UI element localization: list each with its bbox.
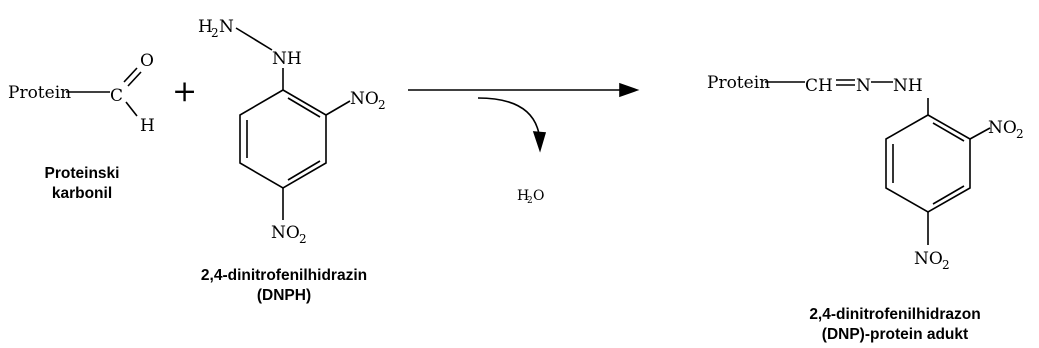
product-n-text: N bbox=[856, 76, 871, 96]
dnp-protein-adduct-structure: Protein CH N NH NO 2 NO 2 bbox=[707, 73, 1024, 272]
reactant-protein-text: Protein bbox=[8, 83, 71, 103]
reactant-hydrogen-text: H bbox=[140, 116, 155, 136]
reactant-oxygen-text: O bbox=[140, 51, 154, 71]
product-nh-text: NH bbox=[893, 76, 923, 96]
dnph-n-n-bond bbox=[235, 27, 273, 51]
product-no2-a-subscript: 2 bbox=[1016, 127, 1024, 141]
dnph-ring-inner-bond-3 bbox=[287, 160, 321, 181]
product-name-line1: 2,4-dinitrofenilhidrazon bbox=[809, 306, 981, 323]
dnph-n-text: N bbox=[219, 17, 234, 37]
reaction-arrow-head bbox=[619, 82, 640, 98]
product-no2-a-text: NO bbox=[988, 118, 1017, 138]
product-protein-text: Protein bbox=[707, 73, 770, 93]
plus-sign: + bbox=[172, 74, 197, 109]
reactant-name-line1: Proteinski bbox=[44, 165, 120, 182]
dnph-no2-b-subscript: 2 bbox=[299, 232, 307, 246]
byproduct-arrow-head bbox=[532, 131, 547, 153]
water-subscript: 2 bbox=[527, 196, 533, 206]
protein-carbonyl-structure: Protein C O H bbox=[8, 51, 155, 136]
product-ring-inner-bond-2 bbox=[932, 122, 965, 142]
reactant-name-label: Proteinski karbonil bbox=[22, 164, 142, 204]
water-o-text: O bbox=[533, 188, 544, 204]
dnph-name-line2: (DNPH) bbox=[256, 287, 312, 304]
dnph-name-label: 2,4-dinitrofenilhidrazin (DNPH) bbox=[168, 266, 400, 306]
reactant-carbon-text: C bbox=[110, 86, 123, 106]
product-benzene-ring bbox=[885, 114, 971, 213]
reaction-arrow bbox=[408, 82, 640, 153]
product-ring-inner-bond-3 bbox=[932, 185, 965, 205]
byproduct-curved-arrow bbox=[477, 97, 540, 135]
dnph-no2-a-subscript: 2 bbox=[378, 98, 386, 112]
dnph-h-subscript: 2 bbox=[211, 26, 219, 40]
carbonyl-double-bond-2 bbox=[127, 71, 142, 87]
product-name-line2: (DNP)-protein adukt bbox=[821, 326, 969, 343]
carbonyl-ch-bond bbox=[125, 101, 138, 117]
dnph-ring-inner-bond-2 bbox=[287, 97, 321, 118]
dnph-name-line1: 2,4-dinitrofenilhidrazin bbox=[200, 267, 368, 284]
dnph-structure: H 2 N NH NO 2 NO 2 bbox=[198, 17, 386, 246]
water-h-text: H bbox=[517, 188, 529, 204]
product-no2-b-text: NO bbox=[914, 249, 943, 269]
dnph-no2-a-text: NO bbox=[350, 89, 379, 109]
dnph-nh-text: NH bbox=[272, 49, 302, 69]
product-no2-bond-a bbox=[969, 127, 991, 140]
carbonyl-double-bond-1 bbox=[123, 67, 138, 83]
product-ch-text: CH bbox=[805, 76, 833, 96]
product-no2-b-subscript: 2 bbox=[942, 258, 950, 272]
dnph-h-text: H bbox=[198, 17, 213, 37]
dnph-no2-b-text: NO bbox=[271, 223, 300, 243]
dnph-no2-bond-a bbox=[325, 100, 351, 116]
reactant-name-line2: karbonil bbox=[51, 185, 113, 202]
dnph-benzene-ring bbox=[239, 89, 327, 189]
product-name-label: 2,4-dinitrofenilhidrazon (DNP)-protein a… bbox=[778, 305, 1012, 345]
